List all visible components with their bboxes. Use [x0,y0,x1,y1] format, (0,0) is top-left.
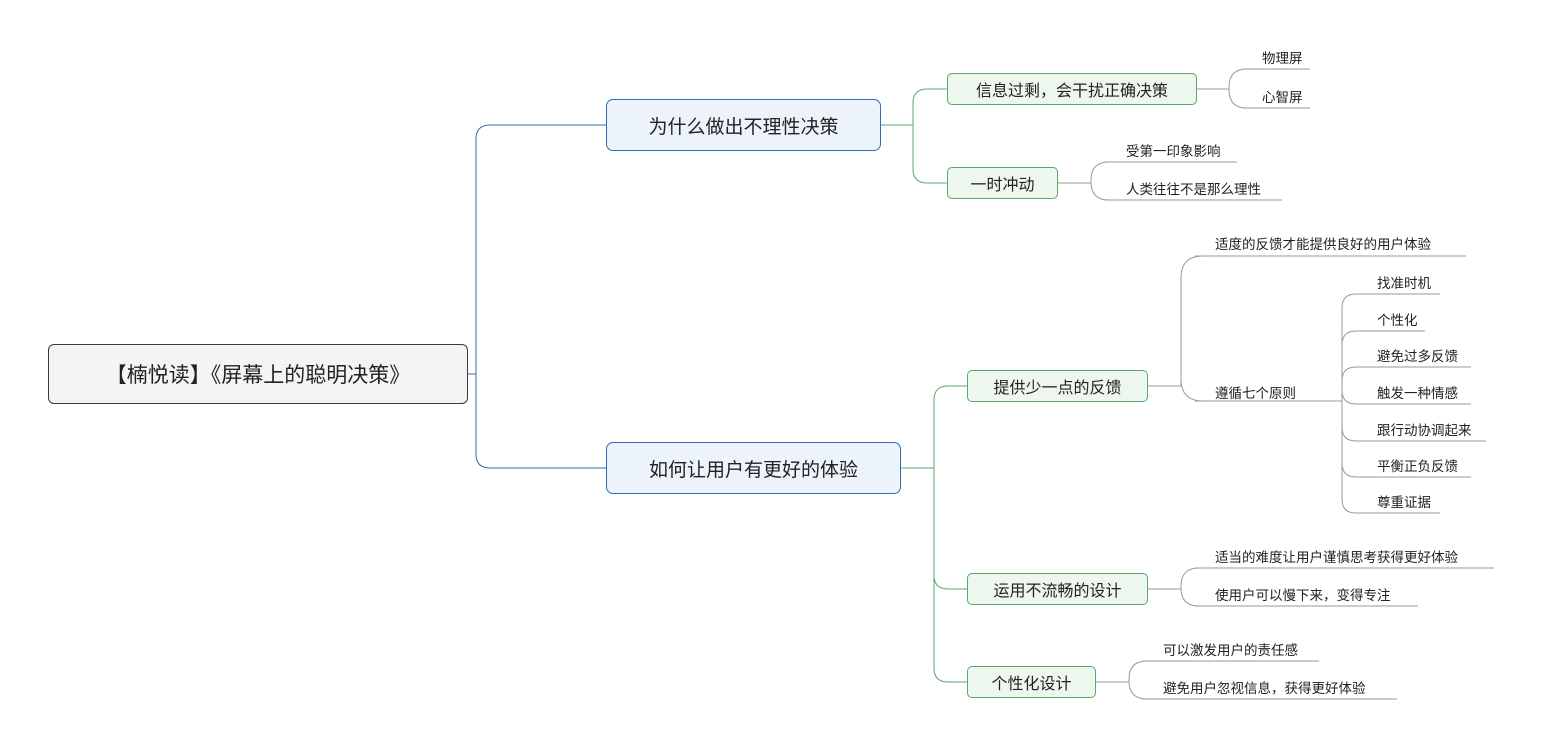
principle-balance-feedback[interactable]: 平衡正负反馈 [1377,459,1458,475]
link-personal-0 [1128,660,1319,682]
link-overload-0 [1228,68,1310,89]
principle-respect-evidence[interactable]: 尊重证据 [1377,495,1431,511]
link-how-1 [933,468,967,590]
leaf-mental-screen[interactable]: 心智屏 [1262,90,1303,106]
leaf-slow-down[interactable]: 使用户可以慢下来，变得专注 [1215,588,1391,604]
root-topic[interactable]: 【楠悦读】《屏幕上的聪明决策》 [48,344,468,404]
link-why-1 [912,125,947,184]
principle-timing[interactable]: 找准时机 [1377,276,1431,292]
link-impulse-0 [1090,161,1237,183]
link-disfluent-0 [1180,567,1494,589]
leaf-physical-screen[interactable]: 物理屏 [1262,51,1303,67]
leaf-responsibility[interactable]: 可以激发用户的责任感 [1163,643,1298,659]
link-root-0 [475,124,606,374]
principle-coordinate-action[interactable]: 跟行动协调起来 [1377,423,1472,439]
subtopic-personalized-design[interactable]: 个性化设计 [967,666,1096,698]
link-principles-2 [1341,366,1471,401]
subtopic-less-feedback[interactable]: 提供少一点的反馈 [967,370,1148,402]
link-why-0 [912,88,947,125]
topic-why-irrational[interactable]: 为什么做出不理性决策 [606,99,881,151]
leaf-moderate-feedback[interactable]: 适度的反馈才能提供良好的用户体验 [1215,237,1431,253]
link-principles-0 [1341,293,1440,401]
leaf-not-rational[interactable]: 人类往往不是那么理性 [1126,182,1261,198]
leaf-appropriate-difficulty[interactable]: 适当的难度让用户谨慎思考获得更好体验 [1215,550,1458,566]
subtopic-disfluent-design[interactable]: 运用不流畅的设计 [967,573,1148,605]
link-how-2 [933,468,967,683]
link-principles-3 [1341,389,1471,405]
leaf-avoid-ignoring[interactable]: 避免用户忽视信息，获得更好体验 [1163,681,1366,697]
link-how-0 [933,385,967,468]
link-principles-6 [1341,401,1440,514]
topic-better-experience[interactable]: 如何让用户有更好的体验 [606,442,901,494]
leaf-first-impression[interactable]: 受第一印象影响 [1126,144,1221,160]
link-root-1 [475,374,606,469]
subtopic-impulse[interactable]: 一时冲动 [947,167,1058,199]
leaf-seven-principles[interactable]: 遵循七个原则 [1215,386,1296,402]
principle-avoid-excess[interactable]: 避免过多反馈 [1377,349,1458,365]
principle-personalization[interactable]: 个性化 [1377,313,1418,329]
principle-trigger-emotion[interactable]: 触发一种情感 [1377,386,1458,402]
subtopic-information-overload[interactable]: 信息过剩，会干扰正确决策 [947,73,1197,105]
link-principles-1 [1341,330,1425,401]
